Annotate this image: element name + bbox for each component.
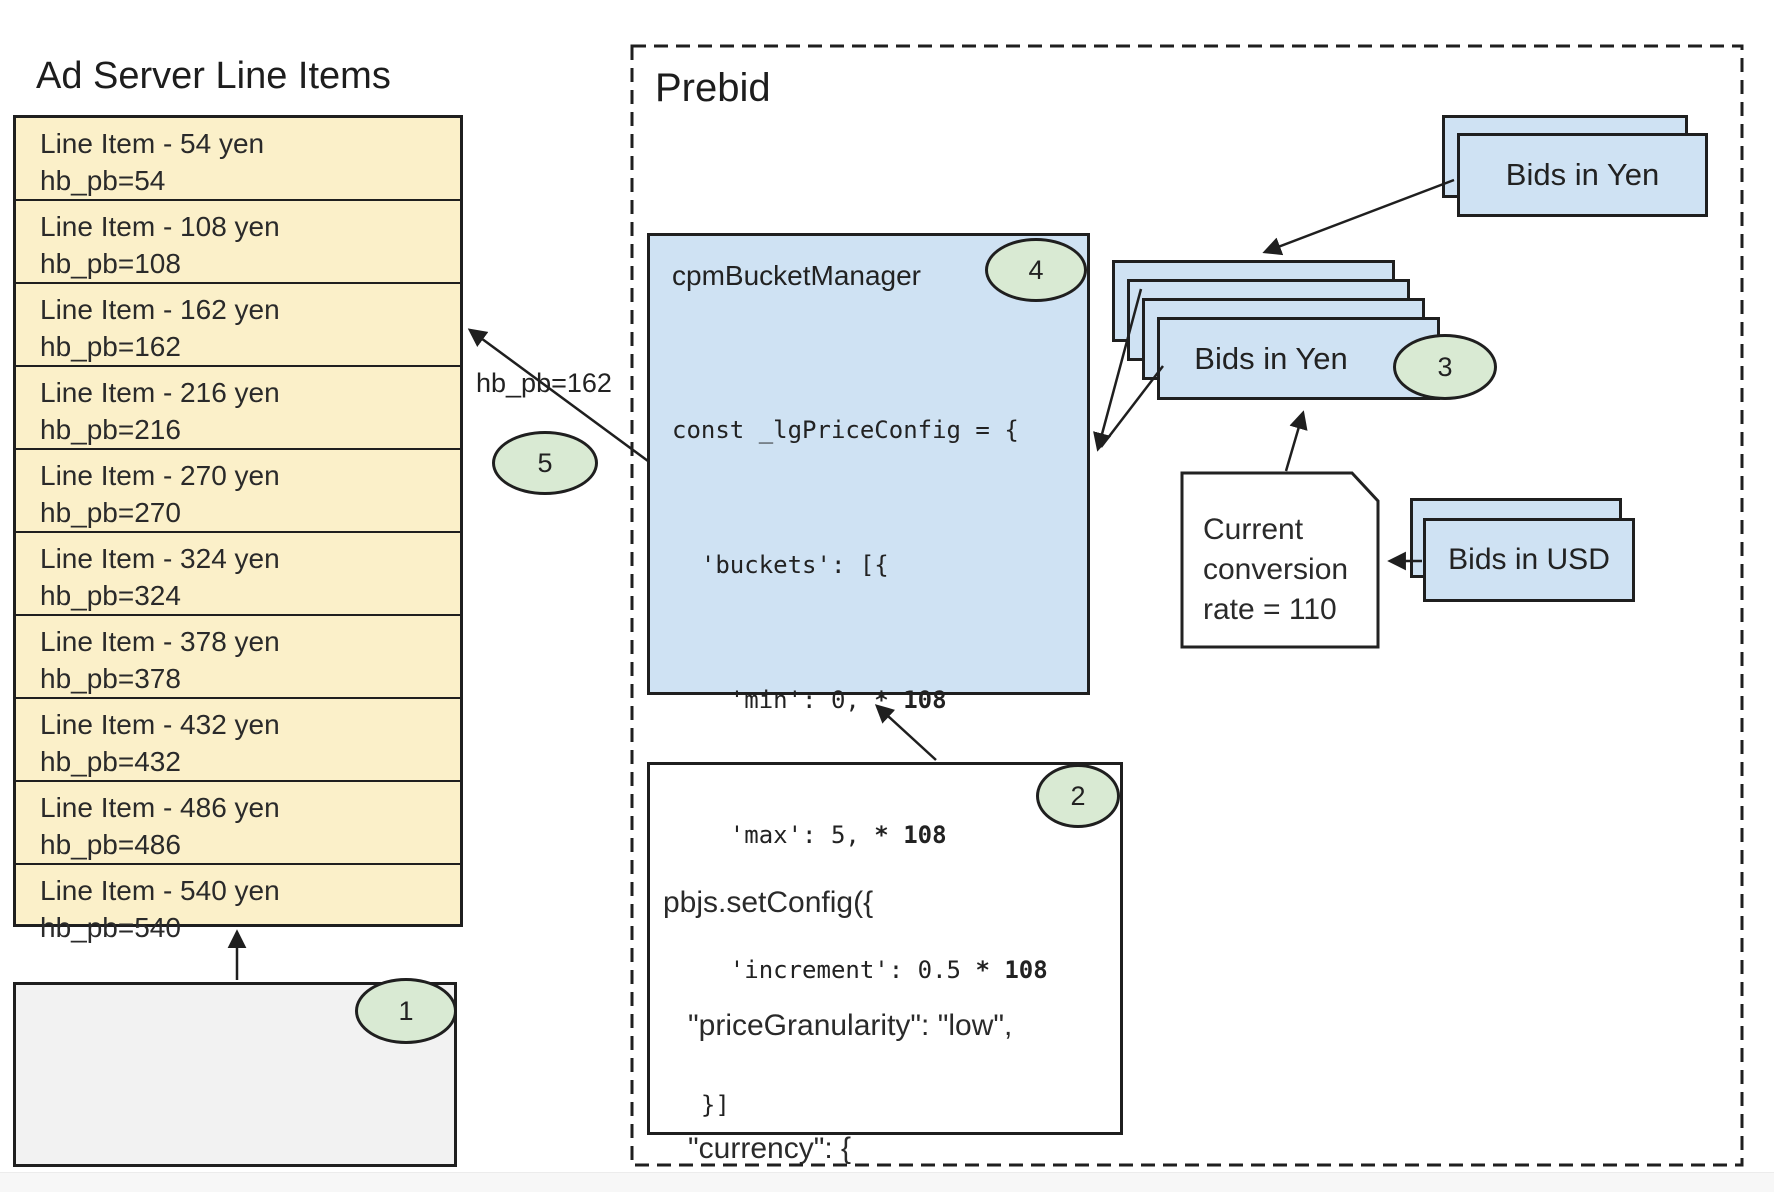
step-badge-1: 1 [355, 978, 457, 1044]
table-row: Line Item - 216 yen hb_pb=216 [16, 367, 460, 450]
table-row: Line Item - 54 yen hb_pb=54 [16, 118, 460, 201]
step-badge-2: 2 [1036, 764, 1120, 828]
line-item-key: hb_pb=216 [40, 414, 181, 445]
setconfig-line: "priceGranularity": "low", [663, 1009, 1013, 1042]
line-item-key: hb_pb=540 [40, 912, 181, 943]
yen-pair-front-card: Bids in Yen [1457, 133, 1708, 217]
line-item-label: Line Item - 108 yen [40, 211, 280, 242]
step-badge-4: 4 [985, 238, 1087, 302]
conversion-note-line-1: Current [1203, 513, 1304, 546]
line-item-key: hb_pb=108 [40, 248, 181, 279]
line-item-label: Line Item - 216 yen [40, 377, 280, 408]
line-item-key: hb_pb=486 [40, 829, 181, 860]
table-row: Line Item - 432 yen hb_pb=432 [16, 699, 460, 782]
line-item-key: hb_pb=432 [40, 746, 181, 777]
line-item-key: hb_pb=324 [40, 580, 181, 611]
code-line: 'min': 0, * 108 [672, 686, 947, 714]
setconfig-line: "currency": { [663, 1132, 852, 1165]
usd-front-card: Bids in USD [1423, 518, 1635, 602]
line-items-table: Line Item - 54 yen hb_pb=54 Line Item - … [13, 115, 463, 943]
ad-server-title: Ad Server Line Items [36, 55, 391, 97]
line-item-label: Line Item - 432 yen [40, 709, 280, 740]
yen-stack-label: Bids in Yen [1194, 340, 1348, 376]
hb-pb-arrow-label: hb_pb=162 [476, 368, 612, 398]
yen-pair-label: Bids in Yen [1505, 157, 1660, 192]
table-row: Line Item - 162 yen hb_pb=162 [16, 284, 460, 367]
bucket-manager-title: cpmBucketManager [672, 260, 922, 291]
line-item-label: Line Item - 378 yen [40, 626, 280, 657]
usd-label: Bids in USD [1448, 543, 1610, 576]
line-item-key: hb_pb=378 [40, 663, 181, 694]
code-line: const _lgPriceConfig = { [672, 416, 1019, 444]
table-row: Line Item - 486 yen hb_pb=486 [16, 782, 460, 865]
table-row: Line Item - 108 yen hb_pb=108 [16, 201, 460, 284]
table-row: Line Item - 378 yen hb_pb=378 [16, 616, 460, 699]
line-item-key: hb_pb=54 [40, 165, 166, 196]
setconfig-line: pbjs.setConfig({ [663, 886, 874, 919]
prebid-label: Prebid [655, 66, 771, 110]
conversion-note-line-2: conversion [1203, 553, 1349, 586]
line-item-key: hb_pb=270 [40, 497, 181, 528]
line-item-label: Line Item - 324 yen [40, 543, 280, 574]
line-item-label: Line Item - 540 yen [40, 875, 280, 906]
line-item-label: Line Item - 54 yen [40, 128, 265, 159]
step-badge-3: 3 [1393, 334, 1497, 400]
conversion-note-text: Current conversion rate = 110 [1203, 510, 1348, 630]
arrow-conversion-to-stack [1284, 410, 1308, 472]
line-item-label: Line Item - 486 yen [40, 792, 280, 823]
table-row: Line Item - 540 yen hb_pb=540 [16, 865, 460, 946]
step-badge-5: 5 [492, 431, 598, 495]
arrow-yen-pair-to-stack [1262, 178, 1455, 256]
table-row: Line Item - 324 yen hb_pb=324 [16, 533, 460, 616]
footer-strip [0, 1172, 1774, 1192]
line-item-label: Line Item - 162 yen [40, 294, 280, 325]
table-row: Line Item - 270 yen hb_pb=270 [16, 450, 460, 533]
line-item-key: hb_pb=162 [40, 331, 181, 362]
line-item-label: Line Item - 270 yen [40, 460, 280, 491]
conversion-note-line-3: rate = 110 [1203, 593, 1337, 626]
code-line: 'buckets': [{ [672, 551, 889, 579]
setconfig-code: pbjs.setConfig({ "priceGranularity": "lo… [663, 800, 1079, 1192]
